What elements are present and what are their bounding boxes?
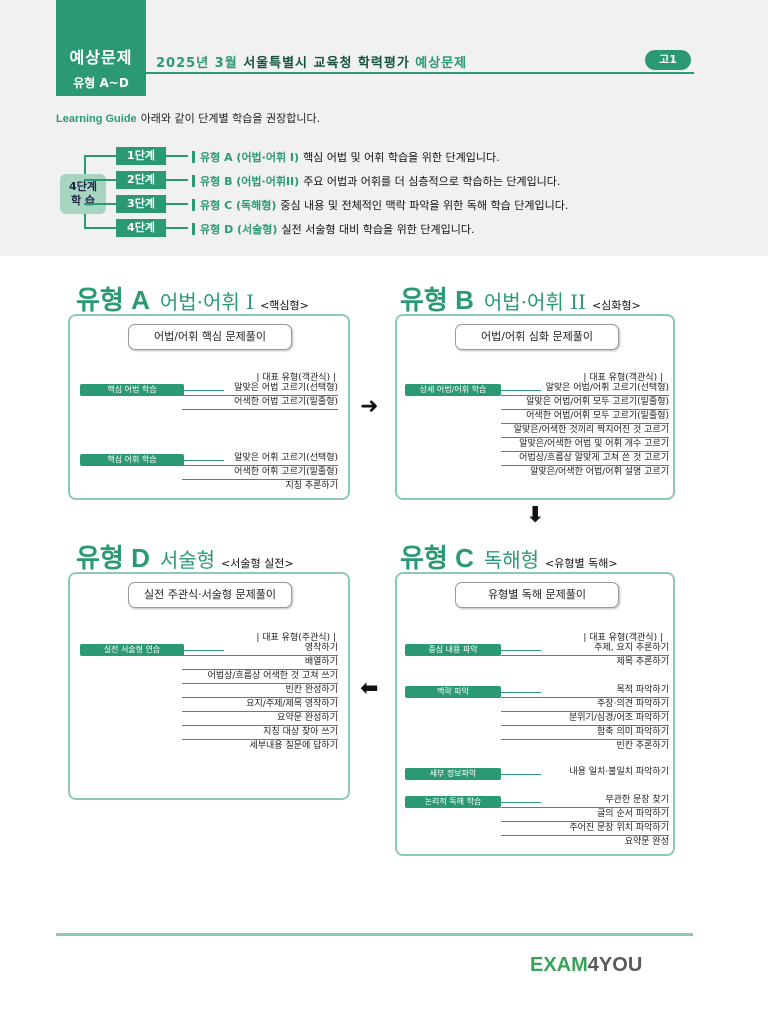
- list-item: 세부내용 질문에 답하기: [249, 741, 338, 751]
- list-item: 내용 일치·불일치 파악하기: [569, 767, 669, 777]
- list-item: 빈칸 완성하기: [182, 684, 338, 698]
- tag-subtitle: 유형 A~D: [73, 76, 129, 90]
- step-4-text: 유형 D (서술형)실전 서술형 대비 학습을 위한 단계입니다.: [192, 221, 474, 237]
- steps-branch: [84, 203, 116, 205]
- list-item: 함축 의미 파악하기: [501, 726, 669, 740]
- steps-branch: [84, 179, 116, 181]
- rep-type-label: | 대표 유형(객관식) |: [583, 633, 663, 643]
- list-item: 무관한 문장 찾기: [501, 794, 669, 808]
- section-a-card-title: 어법/어휘 핵심 문제풀이: [128, 324, 292, 350]
- step-2-text: 유형 B (어법·어휘II)주요 어법과 어휘를 더 심층적으로 학습하는 단계…: [192, 173, 560, 189]
- rep-type-label: | 대표 유형(객관식) |: [256, 373, 336, 383]
- list-item: 알맞은 어법/어휘 모두 고르기(밑줄형): [501, 396, 669, 410]
- list-item: 알맞은/어색한 것끼리 짝지어진 것 고르기: [501, 424, 669, 438]
- category-badge: 실전 서술형 연습: [80, 644, 184, 656]
- section-c-card: 유형별 독해 문제풀이 | 대표 유형(객관식) | 중심 내용 파악 주제, …: [395, 572, 675, 856]
- list-item: 분위기/심경/어조 파악하기: [501, 712, 669, 726]
- list-item: 주장·의견 파악하기: [501, 698, 669, 712]
- footer-rule: [56, 933, 693, 936]
- rep-type-label: | 대표 유형(주관식) |: [256, 633, 336, 643]
- brand-logo: EXAM4YOU: [530, 954, 643, 976]
- list-item: 제목 추론하기: [616, 657, 669, 667]
- list-item: 요지/주제/제목 영작하기: [182, 698, 338, 712]
- guide-label: Learning Guide: [56, 113, 137, 125]
- steps-branch: [84, 155, 116, 157]
- list-item: 알맞은 어법 고르기(선택형): [182, 382, 338, 396]
- list-item: 어법상/흐름상 알맞게 고쳐 쓴 것 고르기: [501, 452, 669, 466]
- grade-badge: 고1: [645, 50, 691, 70]
- section-d-card: 실전 주관식·서술형 문제풀이 | 대표 유형(주관식) | 실전 서술형 연습…: [68, 572, 350, 800]
- step-1-text: 유형 A (어법·어휘 I)핵심 어법 및 어휘 학습을 위한 단계입니다.: [192, 149, 500, 165]
- list-item: 어색한 어법 고르기(밑줄형): [182, 396, 338, 410]
- list-item: 주어진 문장 위치 파악하기: [501, 822, 669, 836]
- steps-branch: [84, 227, 116, 229]
- section-d-card-title: 실전 주관식·서술형 문제풀이: [128, 582, 292, 608]
- section-b-card-title: 어법/어휘 심화 문제풀이: [455, 324, 619, 350]
- list-item: 알맞은/어색한 어법/어휘 설명 고르기: [530, 467, 669, 477]
- list-item: 요약문 완성: [624, 837, 669, 847]
- category-badge: 핵심 어법 학습: [80, 384, 184, 396]
- list-item: 목적 파악하기: [501, 684, 669, 698]
- category-badge: 맥락 파악: [405, 686, 501, 698]
- step-connector: [166, 227, 188, 229]
- step-badge-2: 2단계: [116, 171, 166, 189]
- category-badge: 상세 어법/어휘 학습: [405, 384, 501, 396]
- step-3-text: 유형 C (독해형)중심 내용 및 전체적인 맥락 파악을 위한 독해 학습 단…: [192, 197, 568, 213]
- page-title: 2025년 3월 서울특별시 교육청 학력평가 예상문제: [156, 56, 468, 71]
- list-item: 영작하기: [182, 642, 338, 656]
- guide-text: 아래와 같이 단계별 학습을 권장합니다.: [140, 112, 321, 125]
- list-item: 요약문 완성하기: [182, 712, 338, 726]
- list-item: 빈칸 추론하기: [616, 741, 669, 751]
- list-item: 어색한 어법/어휘 모두 고르기(밑줄형): [501, 410, 669, 424]
- list-item: 알맞은 어법/어휘 고르기(선택형): [501, 382, 669, 396]
- category-badge: 핵심 어휘 학습: [80, 454, 184, 466]
- header-rule: [146, 72, 694, 74]
- step-connector: [166, 155, 188, 157]
- arrow-down-icon: ⬇: [526, 503, 545, 528]
- list-item: 알맞은 어휘 고르기(선택형): [182, 452, 338, 466]
- section-b-card: 어법/어휘 심화 문제풀이 | 대표 유형(객관식) | 상세 어법/어휘 학습…: [395, 314, 675, 500]
- list-item: 알맞은/어색한 어법 및 어휘 개수 고르기: [501, 438, 669, 452]
- category-badge: 세부 정보파악: [405, 768, 501, 780]
- category-badge: 논리적 독해 학습: [405, 796, 501, 808]
- step-badge-3: 3단계: [116, 195, 166, 213]
- rep-type-label: | 대표 유형(객관식) |: [583, 373, 663, 383]
- list-item: 지칭 추론하기: [285, 481, 338, 491]
- list-item: 글의 순서 파악하기: [501, 808, 669, 822]
- section-a-card: 어법/어휘 핵심 문제풀이 | 대표 유형(객관식) | 핵심 어법 학습 알맞…: [68, 314, 350, 500]
- arrow-right-icon: ➜: [360, 394, 379, 419]
- list-item: 어법상/흐름상 어색한 것 고쳐 쓰기: [182, 670, 338, 684]
- tag-title: 예상문제: [69, 48, 133, 67]
- section-tag: 예상문제 유형 A~D: [56, 0, 146, 96]
- category-badge: 중심 내용 파악: [405, 644, 501, 656]
- list-item: 지칭 대상 찾아 쓰기: [182, 726, 338, 740]
- arrow-left-icon: ⬅: [360, 676, 379, 701]
- list-item: 주제, 요지 추론하기: [501, 642, 669, 656]
- step-connector: [166, 179, 188, 181]
- step-badge-1: 1단계: [116, 147, 166, 165]
- section-c-card-title: 유형별 독해 문제풀이: [455, 582, 619, 608]
- list-item: 어색한 어휘 고르기(밑줄형): [182, 466, 338, 480]
- step-connector: [166, 203, 188, 205]
- list-item: 배열하기: [182, 656, 338, 670]
- step-badge-4: 4단계: [116, 219, 166, 237]
